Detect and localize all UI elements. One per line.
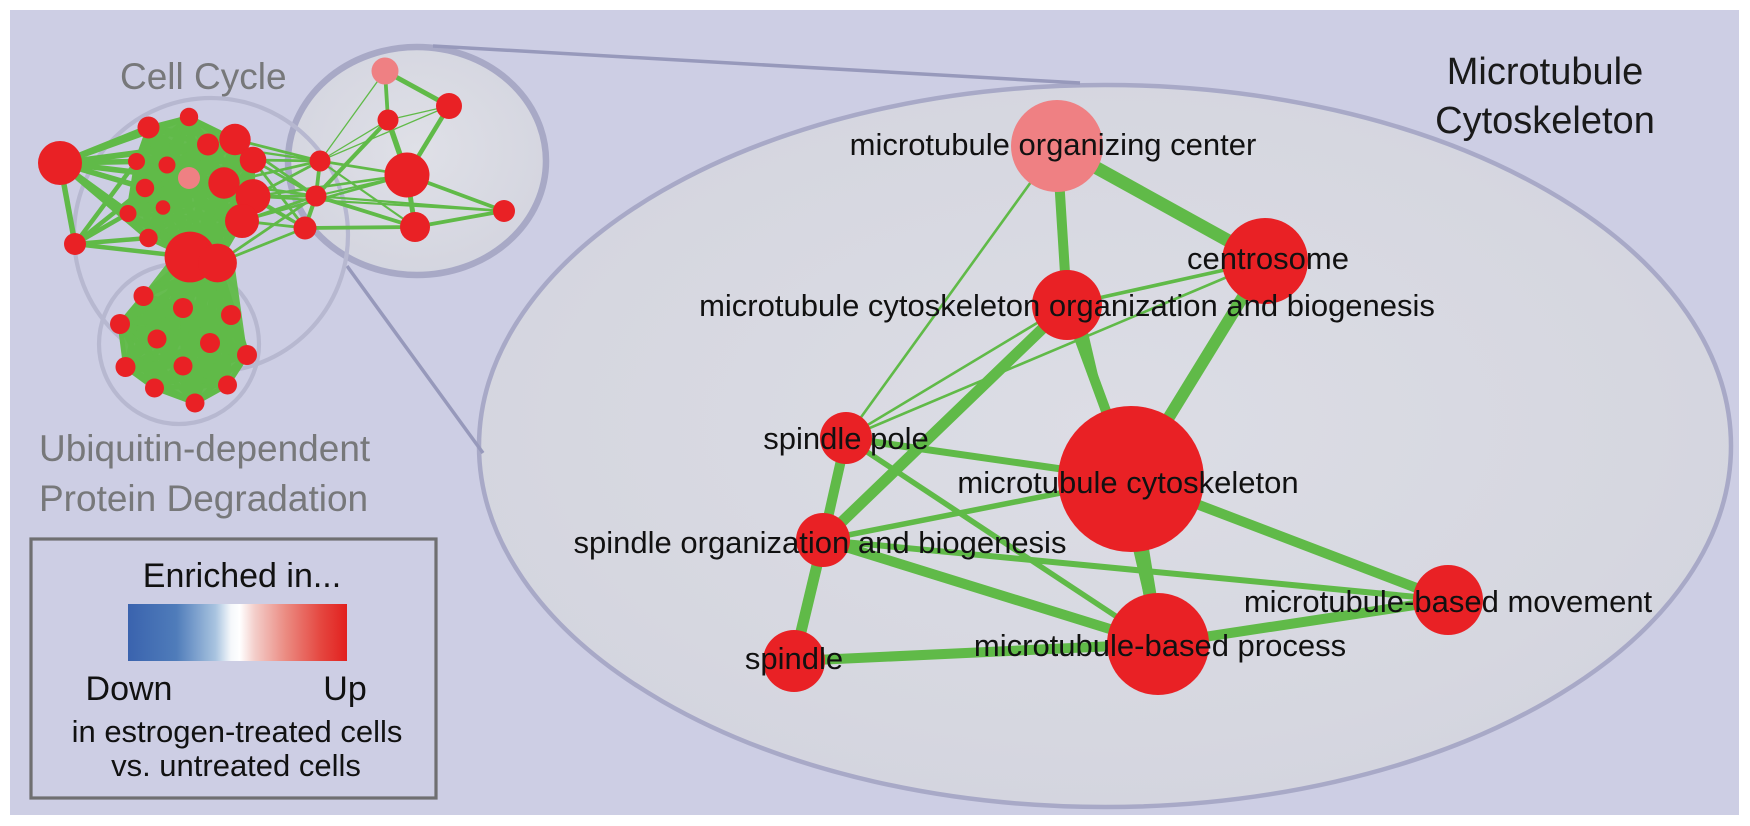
svg-text:centrosome: centrosome (1187, 241, 1349, 276)
svg-text:spindle: spindle (745, 641, 843, 676)
svg-text:vs. untreated cells: vs. untreated cells (111, 748, 361, 783)
svg-text:Microtubule: Microtubule (1447, 51, 1643, 93)
svg-text:Protein Degradation: Protein Degradation (39, 478, 368, 519)
svg-text:microtubule cytoskeleton: microtubule cytoskeleton (957, 465, 1298, 500)
svg-text:microtubule-based process: microtubule-based process (974, 628, 1346, 663)
svg-text:Ubiquitin-dependent: Ubiquitin-dependent (39, 428, 371, 469)
svg-text:Cytoskeleton: Cytoskeleton (1435, 100, 1655, 142)
svg-text:microtubule cytoskeleton organ: microtubule cytoskeleton organization an… (699, 288, 1435, 323)
svg-text:Enriched in...: Enriched in... (143, 557, 341, 595)
svg-text:spindle pole: spindle pole (763, 421, 928, 456)
svg-text:in estrogen-treated cells: in estrogen-treated cells (72, 714, 403, 749)
svg-text:Up: Up (323, 670, 366, 708)
svg-text:microtubule-based movement: microtubule-based movement (1244, 584, 1653, 619)
svg-text:Cell Cycle: Cell Cycle (120, 56, 287, 97)
svg-text:microtubule organizing center: microtubule organizing center (850, 127, 1257, 162)
svg-text:spindle organization and bioge: spindle organization and biogenesis (574, 525, 1067, 560)
svg-text:Down: Down (86, 670, 173, 708)
